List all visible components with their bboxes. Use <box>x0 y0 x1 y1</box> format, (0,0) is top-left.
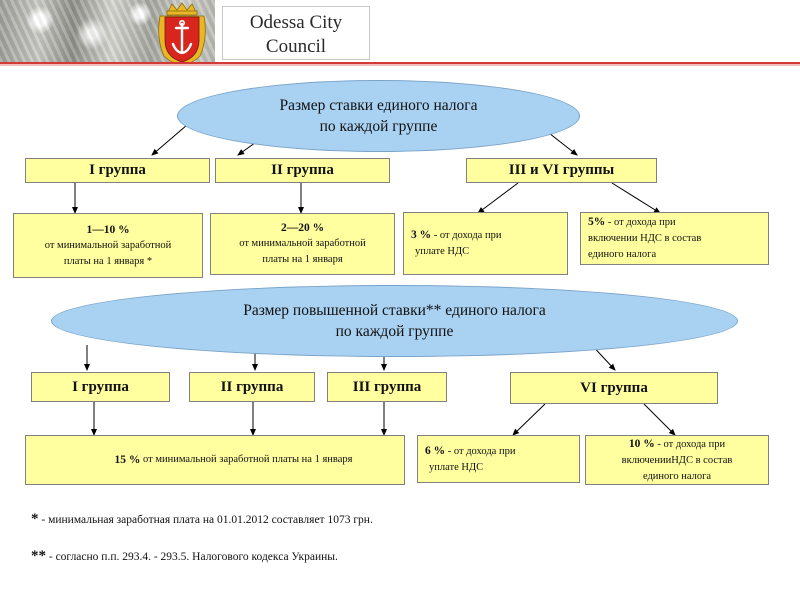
base-rate-group1-line1: от минимальной заработной <box>44 239 172 251</box>
footnote-tax-code-text: - согласно п.п. 293.4. - 293.5. Налогово… <box>46 551 338 563</box>
header-divider-shadow <box>0 64 800 66</box>
base-rate-3pct-line1: - от дохода при <box>431 230 502 241</box>
increased-rate-6pct-line1: - от дохода при <box>445 445 516 457</box>
arrow-group4-rate10 <box>643 403 676 436</box>
increased-rate-10pct-line2: включенииНДС в состав <box>621 454 733 466</box>
base-group-2-box: II группа <box>215 158 390 183</box>
increased-rate-15pct-percent: 15 % <box>114 454 141 466</box>
increased-rate-6pct-line2: уплате НДС <box>429 461 484 473</box>
base-group-3-6-box: III и VI группы <box>466 158 657 183</box>
council-title-line1: Odessa City <box>249 12 343 33</box>
base-rate-3pct-box: 3 % - от дохода при уплате НДС <box>403 212 568 275</box>
increased-rate-15pct-box: 15 % от минимальной заработной платы на … <box>25 435 405 485</box>
base-rate-5pct-line1: - от дохода при <box>605 217 676 228</box>
increased-group-2-box: II группа <box>189 372 315 402</box>
base-rate-group1-box: 1—10 % от минимальной заработной платы н… <box>13 213 203 278</box>
base-rate-3pct-percent: 3 % <box>411 229 432 241</box>
arrow-group4-rate6 <box>512 403 546 436</box>
footnote-min-wage-mark: * <box>31 511 39 527</box>
increased-rate-10pct-line1: - от дохода при <box>654 438 726 450</box>
increased-rate-10pct-line1-row: 10 % - от дохода при <box>629 436 725 453</box>
base-rate-group2-line1: от минимальной заработной <box>239 238 366 249</box>
base-rate-3pct-line1-row: 3 % - от дохода при <box>411 227 567 244</box>
increased-rate-heading-line1: Размер повышенной ставки** единого налог… <box>243 302 546 319</box>
base-group-2-label: II группа <box>271 162 334 178</box>
increased-rate-6pct-line1-row: 6 % - от дохода при <box>425 443 579 460</box>
arrow-group3-rate4 <box>611 182 661 214</box>
increased-rate-6pct-percent: 6 % <box>425 444 446 457</box>
increased-group-2-label: II группа <box>220 378 284 395</box>
base-rate-5pct-line1-row: 5% - от дохода при <box>588 214 768 231</box>
footnote-min-wage-text: - минимальная заработная плата на 01.01.… <box>38 514 373 526</box>
header-divider <box>0 62 800 64</box>
council-title-line2: Council <box>265 36 327 57</box>
base-group-1-label: I группа <box>89 162 146 178</box>
increased-group-1-box: I группа <box>31 372 170 402</box>
base-rate-group2-percent: 2—20 % <box>280 222 325 234</box>
base-rate-group2-line2: платы на 1 января <box>262 254 343 265</box>
increased-rate-10pct-box: 10 % - от дохода при включенииНДС в сост… <box>585 435 769 485</box>
base-rate-5pct-box: 5% - от дохода при включении НДС в соста… <box>580 212 769 265</box>
base-group-3-6-label: III и VI группы <box>508 162 615 178</box>
base-rate-group1-line2: платы на 1 января * <box>63 255 153 267</box>
odessa-coat-of-arms-icon <box>158 2 206 66</box>
increased-rate-10pct-percent: 10 % <box>628 437 655 450</box>
council-title-box: Odessa City Council <box>222 6 370 60</box>
arrow-group3-rate3 <box>477 182 519 214</box>
increased-group-6-label: VI группа <box>580 379 648 396</box>
footnote-min-wage: * - минимальная заработная плата на 01.0… <box>31 511 373 528</box>
base-rate-heading-line1: Размер ставки единого налога <box>279 97 478 114</box>
increased-group-6-box: VI группа <box>510 372 718 404</box>
base-rate-5pct-percent: 5% <box>588 216 606 228</box>
increased-rate-heading-line2: по каждой группе <box>335 323 454 340</box>
increased-group-1-label: I группа <box>72 378 129 395</box>
base-rate-group1-percent: 1—10 % <box>86 223 130 236</box>
footnote-tax-code: ** - согласно п.п. 293.4. - 293.5. Налог… <box>31 548 338 565</box>
increased-rate-heading-ellipse: Размер повышенной ставки** единого налог… <box>51 285 738 357</box>
increased-rate-6pct-box: 6 % - от дохода при уплате НДС <box>417 435 580 483</box>
base-rate-5pct-line3: единого налога <box>588 249 657 260</box>
base-rate-group2-box: 2—20 % от минимальной заработной платы н… <box>210 213 395 275</box>
base-group-1-box: I группа <box>25 158 210 183</box>
base-rate-3pct-line2: уплате НДС <box>415 246 470 257</box>
base-rate-heading-ellipse: Размер ставки единого налога по каждой г… <box>177 80 580 152</box>
footnote-tax-code-mark: ** <box>31 548 46 564</box>
increased-rate-15pct-text: от минимальной заработной платы на 1 янв… <box>140 454 353 465</box>
base-rate-5pct-line2: включении НДС в состав <box>588 233 702 244</box>
increased-group-3-box: III группа <box>327 372 447 402</box>
header: Odessa City Council <box>0 0 800 66</box>
increased-rate-10pct-line3: единого налога <box>642 470 712 482</box>
increased-group-3-label: III группа <box>352 378 422 395</box>
base-rate-heading-line2: по каждой группе <box>319 118 438 135</box>
